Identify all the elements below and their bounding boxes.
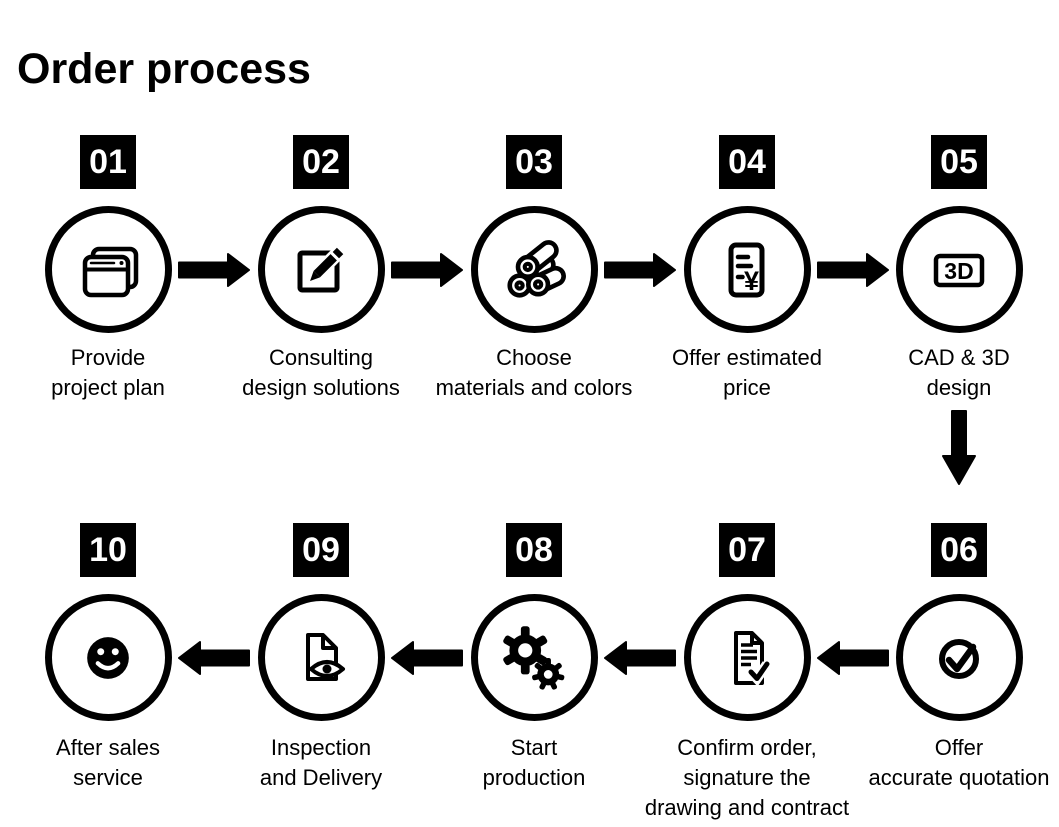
step-08: 08: [424, 523, 644, 793]
edit-pencil-icon: [297, 243, 348, 292]
step-number-badge: 06: [931, 523, 987, 577]
step-number-badge: 08: [506, 523, 562, 577]
step-label: Offer accurate quotation: [868, 735, 1050, 790]
arrow-left-icon: [391, 641, 463, 675]
step-label: Consulting design solutions: [242, 345, 400, 400]
contract-check-icon: [734, 630, 772, 686]
3d-text: 3D: [944, 258, 973, 284]
step-02: 02 Consulting design solutions: [211, 135, 431, 403]
step-number-badge: 04: [719, 135, 775, 189]
step-number-badge: 10: [80, 523, 136, 577]
step-circle: [257, 206, 385, 333]
arrow-right-icon: [391, 253, 463, 287]
step-label: After sales service: [56, 735, 160, 790]
material-pipes-icon: [507, 239, 566, 298]
step-circle: [44, 206, 172, 333]
step-label: Inspection and Delivery: [259, 735, 383, 790]
arrow-right-icon: [604, 253, 676, 287]
step-circle: [257, 594, 385, 721]
step-circle: [683, 594, 811, 721]
arrow-right-icon: [178, 253, 250, 287]
step-09: 09 Inspection and Delivery: [211, 523, 431, 793]
arrow-left-icon: [604, 641, 676, 675]
stacked-windows-icon: [82, 246, 139, 297]
step-07: 07 Confirm order, signature the drawing …: [637, 523, 857, 823]
check-circle-icon: [939, 638, 979, 679]
arrow-left-icon: [178, 641, 250, 675]
step-circle: [44, 594, 172, 721]
step-label: Start production: [482, 735, 586, 790]
step-04: 04 ¥ Offer estimated price: [637, 135, 857, 403]
step-01: 01 Provide project plan: [0, 135, 218, 403]
page-title: Order process: [17, 45, 311, 93]
step-circle: 3D: [895, 206, 1023, 333]
step-circle: ¥: [683, 206, 811, 333]
step-label: Offer estimated price: [672, 345, 822, 400]
step-05: 05 3D CAD & 3D design: [849, 135, 1059, 403]
step-03: 03 Choose materials and colors: [424, 135, 644, 403]
step-number-badge: 02: [293, 135, 349, 189]
invoice-yen-icon: ¥: [728, 242, 765, 297]
step-number-badge: 03: [506, 135, 562, 189]
step-circle: [895, 594, 1023, 721]
step-label: Confirm order, signature the drawing and…: [644, 735, 850, 820]
arrow-down-icon: [942, 410, 976, 485]
step-number-badge: 09: [293, 523, 349, 577]
document-eye-icon: [306, 632, 345, 681]
step-label: CAD & 3D design: [908, 345, 1010, 400]
step-label: Provide project plan: [51, 345, 165, 400]
step-label: Choose materials and colors: [435, 345, 633, 400]
step-number-badge: 01: [80, 135, 136, 189]
arrow-left-icon: [817, 641, 889, 675]
step-06: 06 Offer accurate quotation: [849, 523, 1059, 793]
gears-icon: [503, 625, 565, 690]
arrow-right-icon: [817, 253, 889, 287]
step-number-badge: 07: [719, 523, 775, 577]
step-circle: [470, 206, 598, 333]
smiley-face-icon: [87, 636, 129, 679]
step-number-badge: 05: [931, 135, 987, 189]
3d-design-icon: 3D: [933, 253, 985, 287]
step-10: 10 After sales service: [0, 523, 218, 793]
yen-symbol: ¥: [744, 266, 759, 296]
step-circle: [470, 594, 598, 721]
